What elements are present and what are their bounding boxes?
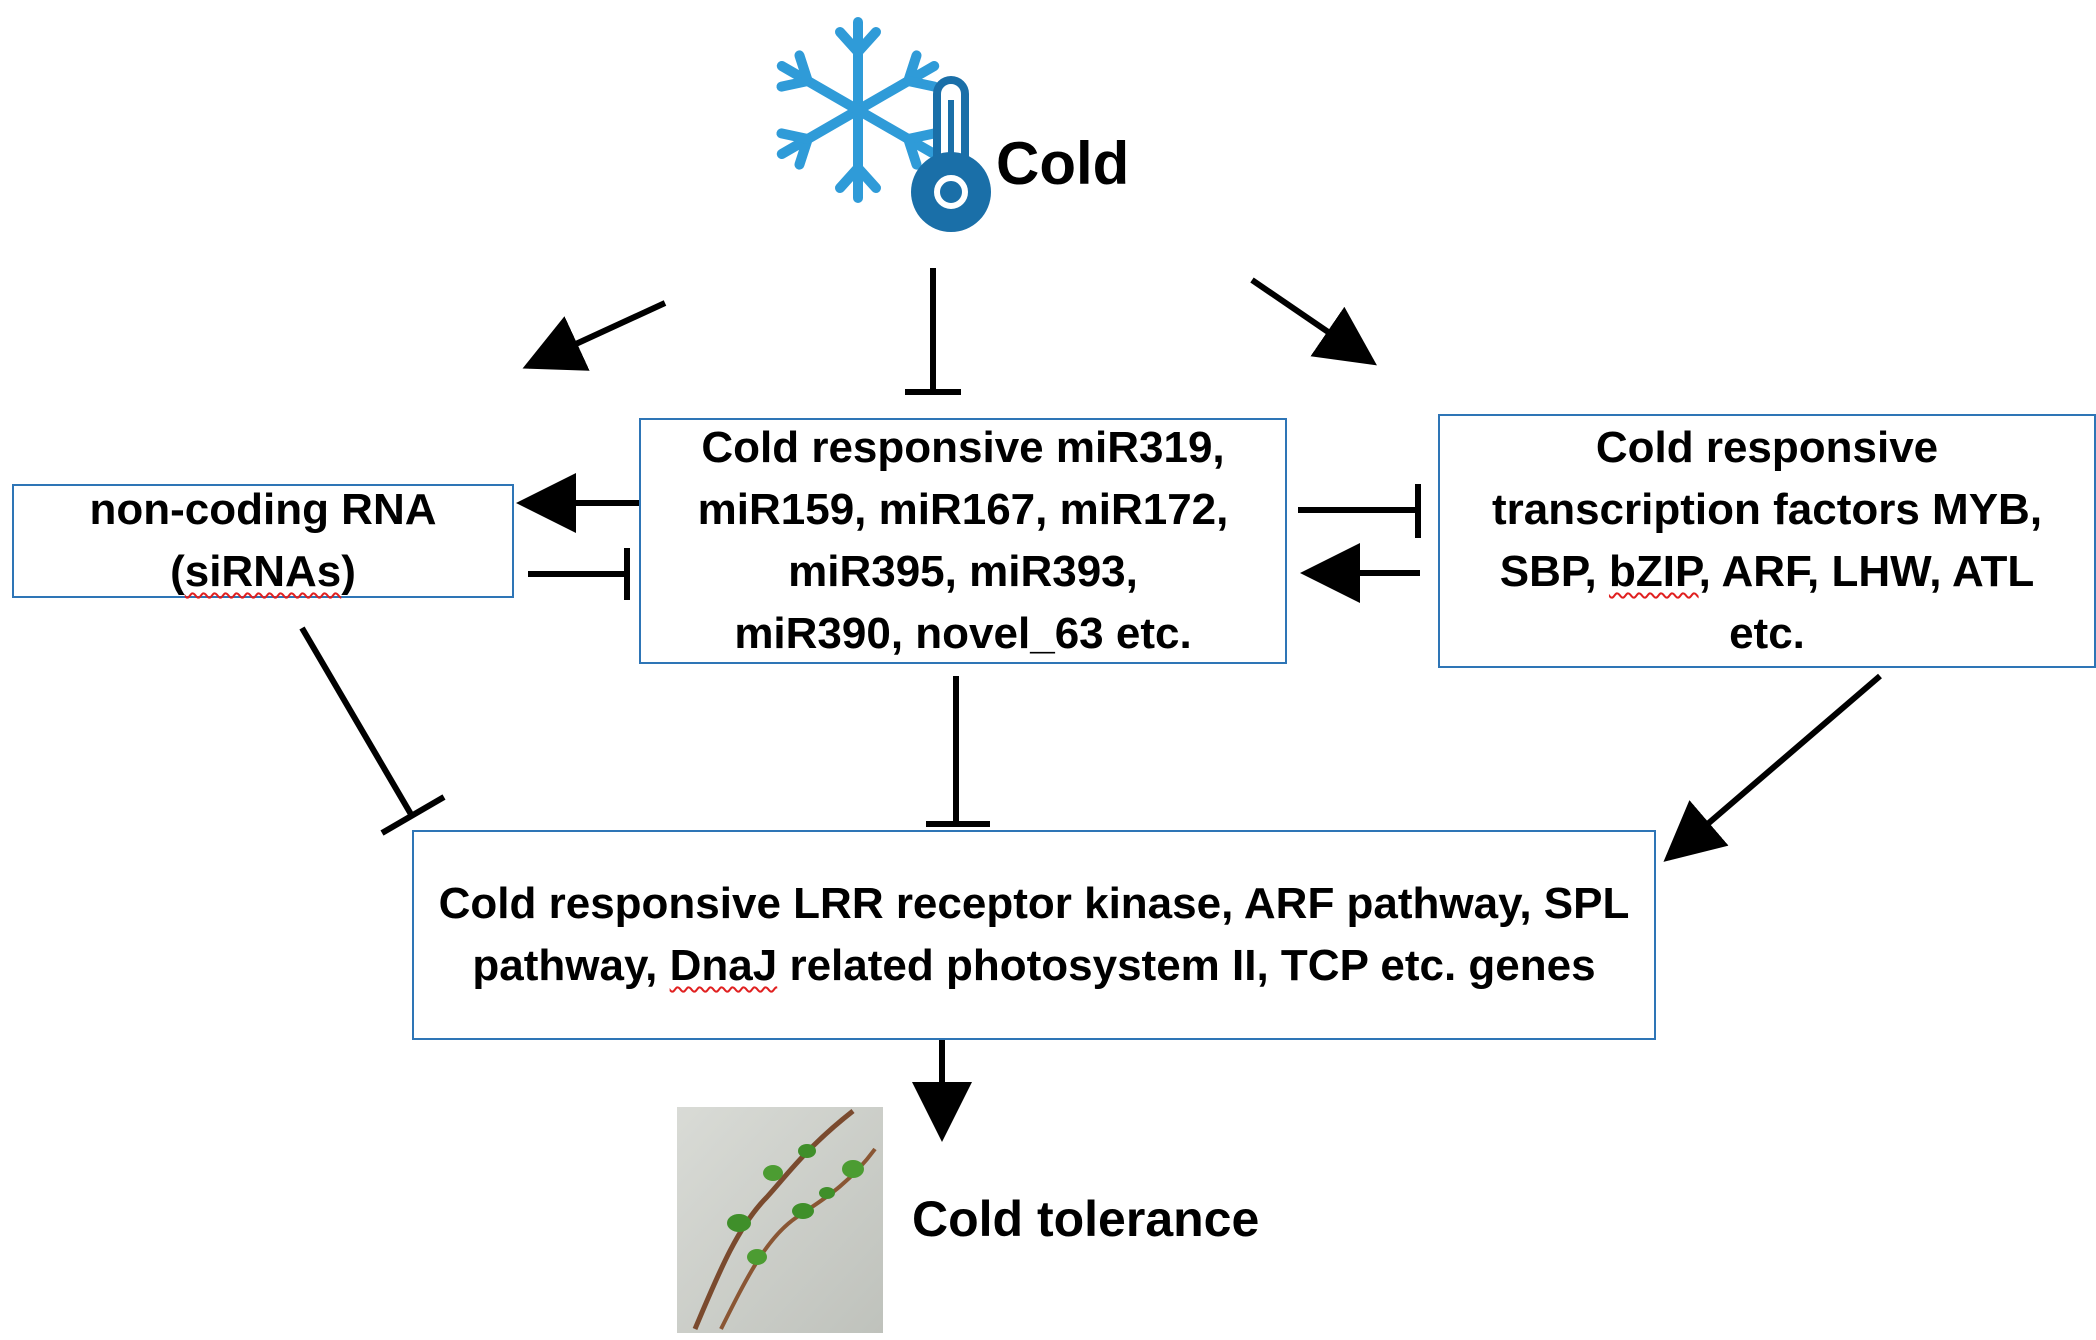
plant-cutting-photo — [677, 1107, 883, 1333]
cold-label: Cold — [996, 130, 1130, 197]
tf-line-2: transcription factors MYB, — [1491, 485, 2043, 534]
noncoding-rna-box: non-coding RNA (siRNAs) — [12, 484, 514, 598]
mirna-line-2: miR159, miR167, miR172, — [697, 485, 1229, 534]
mirna-box: Cold responsive miR319, miR159, miR167, … — [639, 418, 1287, 664]
edge-cold-to-tf — [1250, 277, 1377, 366]
spellcheck-flag: DnaJ — [669, 941, 778, 990]
snowflake-icon — [776, 17, 940, 203]
genes-line-2: pathway, DnaJ related photosystem II, TC… — [472, 941, 1596, 990]
thermometer-icon — [911, 76, 991, 232]
mirna-line-3: miR395, miR393, — [788, 547, 1138, 596]
edge-mirna-inhibits-genes — [926, 676, 990, 827]
spellcheck-flag: bZIP — [1608, 547, 1699, 596]
edge-tf-to-genes — [1663, 673, 1882, 862]
spellcheck-flag: siRNAs — [184, 547, 342, 596]
mirna-line-1: Cold responsive miR319, — [701, 423, 1225, 472]
edge-noncoding-inhibits-genes — [299, 626, 446, 836]
noncoding-line-1: non-coding RNA — [89, 485, 437, 534]
tf-line-4: etc. — [1729, 609, 1805, 658]
edge-noncoding-inhibits-mirna — [528, 548, 630, 600]
transcription-factors-box: Cold responsive transcription factors MY… — [1438, 414, 2096, 668]
target-genes-box: Cold responsive LRR receptor kinase, ARF… — [412, 830, 1656, 1040]
edge-cold-to-noncoding — [522, 300, 667, 371]
cold-tolerance-label: Cold tolerance — [912, 1191, 1260, 1247]
mirna-line-4: miR390, novel_63 etc. — [734, 609, 1192, 658]
snowflake-thermometer-icon — [776, 17, 991, 232]
tf-line-3: SBP, bZIP, ARF, LHW, ATL — [1499, 547, 2035, 596]
genes-line-1: Cold responsive LRR receptor kinase, ARF… — [438, 879, 1630, 928]
tf-line-1: Cold responsive — [1595, 423, 1939, 472]
edge-cold-inhibits-mirna — [905, 268, 961, 395]
noncoding-line-2: (siRNAs) — [170, 547, 356, 596]
edge-mirna-inhibits-tf — [1298, 484, 1421, 538]
